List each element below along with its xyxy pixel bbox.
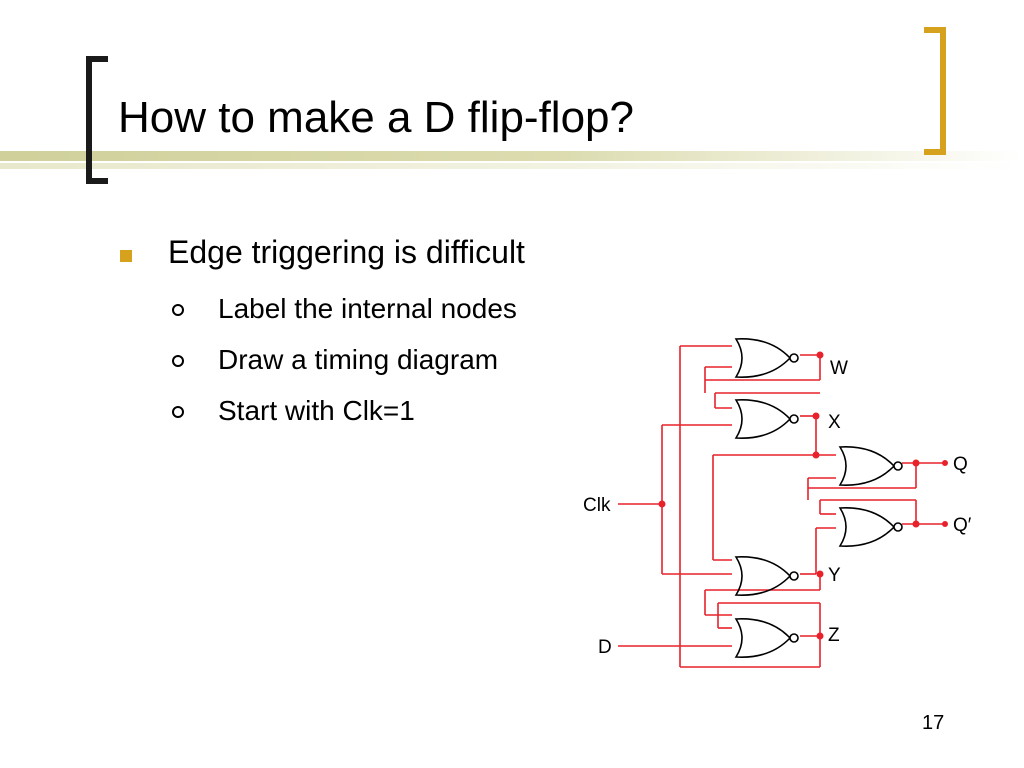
q-junction-dot	[912, 459, 920, 467]
slide-number: 17	[922, 712, 945, 734]
bullet-list: Edge triggering is difficult Label the i…	[118, 236, 525, 425]
w-node-dot	[816, 351, 824, 359]
q-bar-label: Q′	[953, 515, 972, 536]
clk-junction-dot	[658, 500, 666, 508]
d-label: D	[598, 637, 612, 658]
nor-gate-z	[735, 618, 799, 658]
square-bullet-icon	[120, 250, 132, 262]
q-label: Q	[953, 454, 968, 475]
x-label: X	[828, 412, 841, 433]
circle-bullet-icon	[172, 406, 184, 418]
nor-gate-q	[839, 446, 903, 486]
sub-bullet-text: Draw a timing diagram	[218, 344, 499, 375]
sub-bullet-item: Draw a timing diagram	[118, 346, 525, 374]
w-label: W	[830, 358, 848, 379]
bullet-text: Edge triggering is difficult	[168, 234, 525, 270]
junction-dots	[658, 351, 948, 640]
sub-bullet-item: Label the internal nodes	[118, 295, 525, 323]
clk-label: Clk	[583, 495, 611, 516]
slide-title: How to make a D flip-flop?	[118, 93, 634, 142]
circle-bullet-icon	[172, 355, 184, 367]
left-bracket-decoration	[86, 56, 108, 184]
y-node-dot	[816, 570, 824, 578]
nor-gates	[735, 338, 903, 658]
right-bracket-decoration	[924, 27, 946, 155]
q-terminal-dot	[942, 460, 948, 466]
sub-bullet-item: Start with Clk=1	[118, 397, 525, 425]
nor-gate-q-bar	[839, 507, 903, 547]
sub-bullet-text: Label the internal nodes	[218, 293, 517, 324]
diagram-labels: Clk D W X Y Z Q Q′	[583, 358, 972, 658]
x-junction-dot	[812, 451, 820, 459]
bullet-item: Edge triggering is difficult	[118, 236, 525, 268]
q-bar-junction-dot	[912, 520, 920, 528]
y-label: Y	[828, 565, 841, 586]
z-label: Z	[828, 625, 840, 646]
circle-bullet-icon	[172, 304, 184, 316]
nor-gate-w	[735, 338, 799, 378]
nor-gate-x	[735, 399, 799, 439]
x-node-dot	[812, 412, 820, 420]
title-underline-band-light	[0, 163, 1024, 169]
d-flip-flop-circuit-diagram: Clk D W X Y Z Q Q′	[583, 338, 972, 668]
title-underline-band	[0, 151, 1024, 161]
z-node-dot	[816, 632, 824, 640]
wires	[618, 345, 945, 668]
q-bar-terminal-dot	[942, 521, 948, 527]
sub-bullet-text: Start with Clk=1	[218, 395, 415, 426]
